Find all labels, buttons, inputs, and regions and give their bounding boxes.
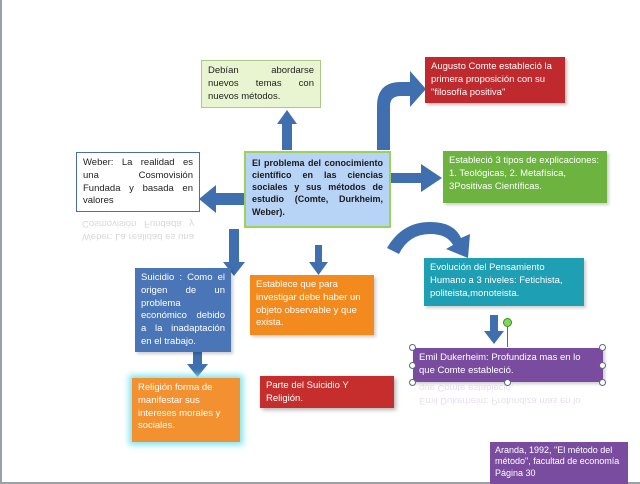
resize-handle-right[interactable] (599, 362, 606, 369)
node-weber-text: Weber: La realidad es una Cosmovisión Fu… (83, 157, 193, 207)
node-weber-reflection: Weber: La realidad es una Cosmovisión Fu… (82, 214, 194, 242)
resize-handle-bottom-right[interactable] (599, 379, 606, 386)
node-suicide[interactable]: Suicidio : Como el origen de un problema… (135, 268, 231, 352)
arrow-left-icon (199, 185, 244, 213)
node-durkheim-reflection: Emil Dukerheim: Profundiza mas en lo que… (419, 384, 581, 406)
node-center-text: El problema del conocimiento científico … (252, 158, 383, 217)
node-observable-text: Establece que para investigar debe haber… (256, 279, 361, 329)
node-part-suicide-text: Parte del Suicidio Y Religión. (266, 380, 349, 404)
page-border-bottom (0, 482, 640, 484)
node-durkheim[interactable]: Emil Dukerheim: Profundiza mas en lo que… (413, 348, 603, 382)
node-religion-text: Religión forma de manifestar sus interes… (138, 382, 221, 432)
node-center-problem[interactable]: El problema del conocimiento científico … (244, 151, 391, 228)
resize-handle-bottom-left[interactable] (409, 379, 416, 386)
citation-box[interactable]: Aranda, 1992, "El método del método", fa… (490, 442, 628, 484)
citation-text: Aranda, 1992, "El método del método", fa… (495, 445, 620, 478)
node-explanations-text: Estableció 3 tipos de explicaciones: 1. … (449, 155, 599, 192)
resize-handle-bottom[interactable] (504, 379, 511, 386)
rotation-handle[interactable] (503, 318, 512, 327)
node-part-suicide-religion[interactable]: Parte del Suicidio Y Religión. (260, 376, 394, 408)
arrow-up-icon (277, 110, 297, 150)
curved-arrow-icon (377, 71, 426, 150)
arrow-down-icon (484, 315, 504, 344)
resize-handle-left[interactable] (409, 362, 416, 369)
node-evolution[interactable]: Evolución del Pensamiento Humano a 3 niv… (424, 258, 584, 306)
rotation-handle-stem (507, 327, 508, 347)
page-border-left (0, 0, 2, 484)
arrow-down-icon (187, 352, 208, 377)
resize-handle-top-left[interactable] (409, 344, 416, 351)
node-comte-text: Augusto Comte estableció la primera prop… (431, 61, 552, 98)
node-evolution-text: Evolución del Pensamiento Humano a 3 niv… (430, 262, 563, 299)
node-religion[interactable]: Religión forma de manifestar sus interes… (132, 378, 240, 442)
node-suicide-text: Suicidio : Como el origen de un problema… (141, 272, 225, 348)
arrow-right-icon (390, 164, 442, 192)
node-durkheim-text: Emil Dukerheim: Profundiza mas en lo que… (419, 352, 581, 376)
arrow-down-icon (309, 245, 328, 275)
node-new-themes[interactable]: Debían abordarse nuevos temas con nuevos… (201, 60, 321, 108)
node-explanations[interactable]: Estableció 3 tipos de explicaciones: 1. … (443, 151, 607, 203)
node-weber[interactable]: Weber: La realidad es una Cosmovisión Fu… (76, 152, 200, 212)
node-comte[interactable]: Augusto Comte estableció la primera prop… (425, 57, 565, 103)
node-observable[interactable]: Establece que para investigar debe haber… (250, 275, 374, 335)
resize-handle-top-right[interactable] (599, 344, 606, 351)
node-new-themes-text: Debían abordarse nuevos temas con nuevos… (208, 65, 314, 102)
arrow-down-icon (223, 229, 245, 276)
curved-arrow-icon (387, 222, 470, 258)
